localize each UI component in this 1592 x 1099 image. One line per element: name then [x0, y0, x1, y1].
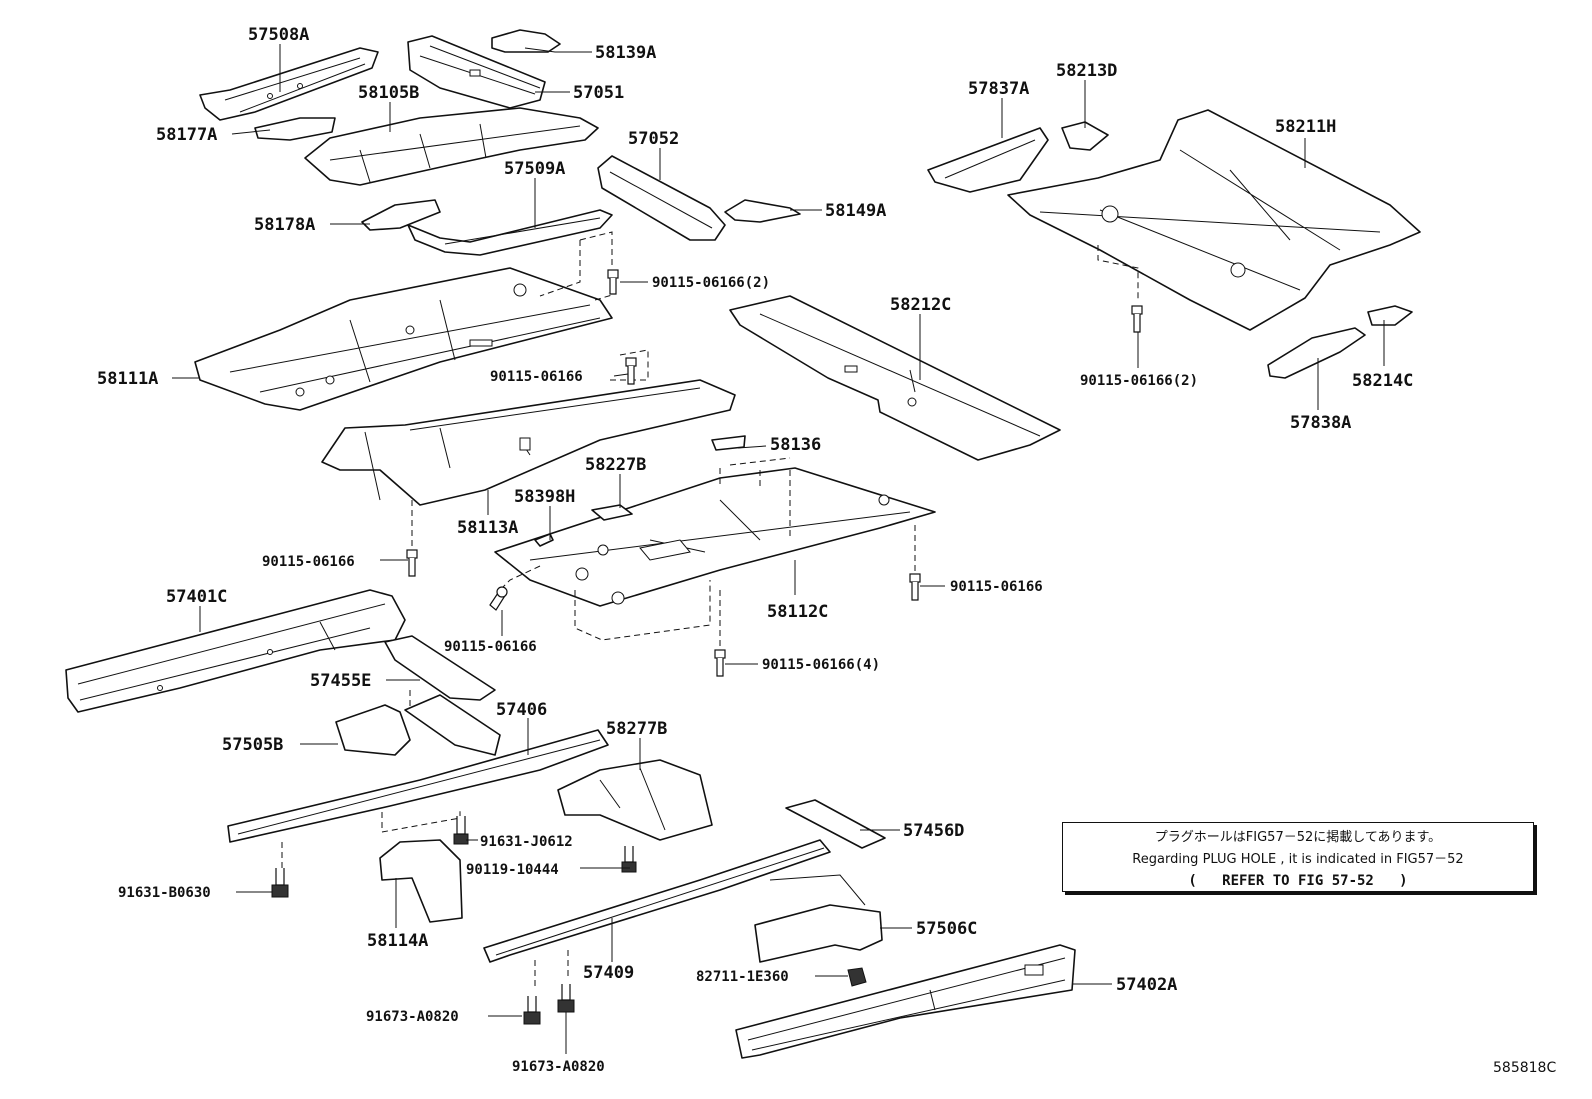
label-82711-1E360: 82711-1E360: [696, 969, 789, 985]
label-90115-06166-right: 90115-06166: [950, 579, 1043, 595]
part-57401C-shape: [65, 589, 406, 713]
part-57506C-shape: [754, 874, 883, 963]
part-58213D-shape: [1061, 121, 1109, 151]
part-58177A-shape: [254, 117, 336, 141]
label-58136: 58136: [770, 435, 821, 455]
label-91631-J0612: 91631-J0612: [480, 834, 573, 850]
label-90115-06166-2-top: 90115-06166(2): [652, 275, 770, 291]
label-58105B: 58105B: [358, 83, 419, 103]
label-58113A: 58113A: [457, 518, 518, 538]
label-57505B: 57505B: [222, 735, 283, 755]
part-57406-shape: [227, 694, 609, 843]
bolt-icon-J0612: [453, 816, 469, 845]
note-line-english: Regarding PLUG HOLE , it is indicated in…: [1132, 852, 1464, 867]
part-57051-shape: [407, 35, 546, 109]
bolt-icons: [271, 269, 1143, 1025]
label-58112C: 58112C: [767, 602, 828, 622]
label-57052: 57052: [628, 129, 679, 149]
label-57051: 57051: [573, 83, 624, 103]
label-58114A: 58114A: [367, 931, 428, 951]
part-58139A-shape: [491, 29, 561, 53]
part-58105B-shape: [304, 107, 599, 186]
assembly-lines: [281, 231, 1139, 990]
label-57456D: 57456D: [903, 821, 964, 841]
part-58111A-shape: [194, 267, 613, 411]
part-57505B-shape: [335, 704, 411, 756]
part-58277B-shape: [557, 759, 713, 841]
part-58398H-shape: [534, 533, 554, 547]
bolt-icon-center: [489, 586, 508, 611]
bolt-icon-10444: [621, 846, 637, 873]
leader-lines: [172, 44, 1385, 1054]
label-90119-10444: 90119-10444: [466, 862, 559, 878]
note-refer-link[interactable]: ( REFER TO FIG 57-52 ): [1188, 873, 1408, 889]
part-57052-shape: [597, 155, 726, 241]
label-58213D: 58213D: [1056, 61, 1117, 81]
part-58211H-shape: [1007, 109, 1421, 331]
label-58139A: 58139A: [595, 43, 656, 63]
bolt-icon-rear2: [1131, 305, 1143, 333]
label-90115-06166-left: 90115-06166: [262, 554, 355, 570]
part-57409-shape: [483, 839, 831, 963]
part-57455E-shape: [384, 635, 496, 701]
label-58398H: 58398H: [514, 487, 575, 507]
label-90115-06166-2-rear: 90115-06166(2): [1080, 373, 1198, 389]
bolt-icon-top2: [607, 269, 619, 295]
bolt-icon-A0820a: [523, 996, 541, 1025]
note-line-japanese: プラグホールはFIG57－52に掲載してあります。: [1154, 830, 1442, 845]
label-58149A: 58149A: [825, 201, 886, 221]
part-58212C-shape: [729, 295, 1061, 461]
label-91673-A0820-b: 91673-A0820: [512, 1059, 605, 1075]
label-57455E: 57455E: [310, 671, 371, 691]
label-57508A: 57508A: [248, 25, 309, 45]
part-58227B-shape: [591, 504, 633, 521]
bolt-icon-1E360: [847, 967, 867, 987]
label-90115-06166-center: 90115-06166: [444, 639, 537, 655]
label-57406: 57406: [496, 700, 547, 720]
part-58112C-shape: [494, 467, 936, 607]
bolt-icon-A0820b: [557, 984, 575, 1013]
label-58212C: 58212C: [890, 295, 951, 315]
label-90115-06166-mid: 90115-06166: [490, 369, 583, 385]
part-58178A-shape: [361, 199, 441, 231]
label-57409: 57409: [583, 963, 634, 983]
part-57838A-shape: [1267, 327, 1366, 379]
bolt-icon-right: [909, 573, 921, 601]
plug-hole-note: プラグホールはFIG57－52に掲載してあります。 Regarding PLUG…: [1062, 822, 1534, 892]
part-58149A-shape: [724, 199, 801, 223]
part-58113A-shape: [321, 379, 736, 506]
part-58136-shape: [711, 435, 746, 451]
label-57506C: 57506C: [916, 919, 977, 939]
bolt-icon-B0630: [271, 868, 289, 898]
label-58214C: 58214C: [1352, 371, 1413, 391]
label-57401C: 57401C: [166, 587, 227, 607]
label-58211H: 58211H: [1275, 117, 1336, 137]
label-58178A: 58178A: [254, 215, 315, 235]
part-57402A-shape: [735, 944, 1076, 1059]
label-58227B: 58227B: [585, 455, 646, 475]
label-58111A: 58111A: [97, 369, 158, 389]
part-57509A-shape: [407, 209, 613, 256]
label-58177A: 58177A: [156, 125, 217, 145]
label-57837A: 57837A: [968, 79, 1029, 99]
label-57509A: 57509A: [504, 159, 565, 179]
bolt-icon-mid: [625, 357, 637, 385]
label-57402A: 57402A: [1116, 975, 1177, 995]
part-57837A-shape: [927, 127, 1049, 193]
part-58214C-shape: [1367, 305, 1413, 326]
figure-id: 585818C: [1493, 1060, 1557, 1076]
bolt-icon-left: [406, 549, 418, 577]
part-58114A-shape: [379, 839, 463, 923]
bolt-icon-4: [714, 649, 726, 677]
label-91673-A0820-a: 91673-A0820: [366, 1009, 459, 1025]
part-57456D-shape: [785, 799, 886, 849]
part-57508A-shape: [199, 47, 379, 121]
label-91631-B0630: 91631-B0630: [118, 885, 211, 901]
label-58277B: 58277B: [606, 719, 667, 739]
label-90115-06166-4: 90115-06166(4): [762, 657, 880, 673]
label-57838A: 57838A: [1290, 413, 1351, 433]
